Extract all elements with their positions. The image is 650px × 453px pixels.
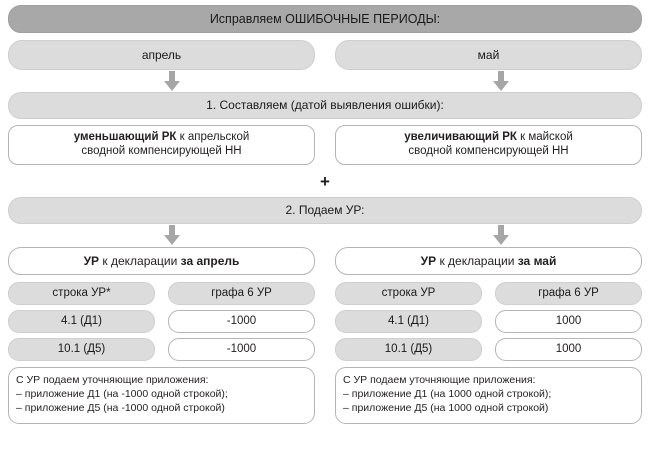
month-label-right: май [477, 47, 500, 62]
note-left-line-2: – приложение Д1 (на -1000 одной строкой)… [16, 388, 228, 401]
table-row: 10.1 (Д5) -1000 10.1 (Д5) 1000 [8, 338, 642, 361]
ur-right-mid: к декларации [436, 253, 518, 268]
th-right-col6: графа 6 УР [495, 282, 642, 305]
table-right-headers: строка УР графа 6 УР [335, 282, 642, 305]
plus-symbol: + [320, 172, 330, 191]
rk-left-line2: сводной компенсирующей НН [81, 145, 242, 157]
ur-row: УР к декларации за апрель УР к деклараци… [8, 247, 642, 275]
td-left-row-2: 10.1 (Д5) [8, 338, 155, 361]
step1-header-label: 1. Составляем (датой выявления ошибки): [206, 98, 444, 113]
down-arrow-icon [164, 225, 180, 245]
th-left-row: строка УР* [8, 282, 155, 305]
table-left-headers: строка УР* графа 6 УР [8, 282, 315, 305]
step2-header-label: 2. Подаем УР: [285, 203, 365, 218]
td-right-value-1: 1000 [495, 310, 642, 333]
table-header-row: строка УР* графа 6 УР строка УР графа 6 … [8, 282, 642, 305]
table-left-row-2: 10.1 (Д5) -1000 [8, 338, 315, 361]
note-box-left: С УР подаем уточняющие приложения: – при… [8, 367, 315, 424]
rk-box-right: увеличивающий РК к майской сводной компе… [335, 125, 642, 165]
table-right-row-2: 10.1 (Д5) 1000 [335, 338, 642, 361]
down-arrow-icon [493, 225, 509, 245]
chart-title-bar: Исправляем ОШИБОЧНЫЕ ПЕРИОДЫ: [8, 5, 642, 33]
step2-header-bar: 2. Подаем УР: [8, 197, 642, 224]
note-box-right: С УР подаем уточняющие приложения: – при… [335, 367, 642, 424]
rk-right-bold: увеличивающий РК [404, 131, 517, 144]
arrow-row-2 [8, 224, 642, 247]
note-right-line-3: – приложение Д5 (на 1000 одной строкой) [343, 402, 549, 415]
ur-box-right: УР к декларации за май [335, 247, 642, 275]
ur-box-left: УР к декларации за апрель [8, 247, 315, 275]
ur-right-text: УР к декларации за май [421, 254, 557, 268]
ur-right-bold2: за май [517, 253, 557, 268]
ur-left-mid: к декларации [99, 253, 181, 268]
rk-left-line1: уменьшающий РК к апрельской [74, 131, 250, 145]
td-right-row-1: 4.1 (Д1) [335, 310, 482, 333]
rk-right-line1: увеличивающий РК к майской [404, 131, 573, 145]
note-left-line-1: С УР подаем уточняющие приложения: [16, 374, 209, 386]
rk-right-rest: к майской [516, 131, 573, 144]
rk-left-bold: уменьшающий РК [73, 131, 177, 144]
month-box-left: апрель [8, 40, 315, 70]
table-row: 4.1 (Д1) -1000 4.1 (Д1) 1000 [8, 310, 642, 333]
table-left-row-1: 4.1 (Д1) -1000 [8, 310, 315, 333]
step1-header-bar: 1. Составляем (датой выявления ошибки): [8, 92, 642, 119]
td-left-value-1: -1000 [168, 310, 315, 333]
td-right-row-2: 10.1 (Д5) [335, 338, 482, 361]
th-right-row: строка УР [335, 282, 482, 305]
th-left-col6: графа 6 УР [168, 282, 315, 305]
td-left-value-2: -1000 [168, 338, 315, 361]
ur-left-text: УР к декларации за апрель [84, 254, 240, 268]
down-arrow-icon [164, 71, 180, 91]
rk-box-left: уменьшающий РК к апрельской сводной комп… [8, 125, 315, 165]
arrow-row-1 [8, 70, 642, 92]
note-left-line-3: – приложение Д5 (на -1000 одной строкой) [16, 402, 225, 415]
rk-right-line2: сводной компенсирующей НН [408, 145, 569, 157]
flowchart-canvas: Исправляем ОШИБОЧНЫЕ ПЕРИОДЫ: апрель май… [0, 5, 650, 453]
rk-left-rest: к апрельской [176, 131, 250, 144]
ur-left-bold2: за апрель [180, 253, 240, 268]
ur-left-bold: УР [83, 253, 100, 268]
chart-title: Исправляем ОШИБОЧНЫЕ ПЕРИОДЫ: [209, 11, 441, 26]
step1-boxes-row: уменьшающий РК к апрельской сводной комп… [8, 125, 642, 165]
month-box-right: май [335, 40, 642, 70]
td-left-row-1: 4.1 (Д1) [8, 310, 155, 333]
td-right-value-2: 1000 [495, 338, 642, 361]
note-right-line-2: – приложение Д1 (на 1000 одной строкой); [343, 388, 552, 401]
table-right-row-1: 4.1 (Д1) 1000 [335, 310, 642, 333]
ur-right-bold: УР [420, 253, 437, 268]
month-label-left: апрель [141, 47, 182, 62]
note-right-line-1: С УР подаем уточняющие приложения: [343, 374, 536, 386]
down-arrow-icon [493, 71, 509, 91]
notes-row: С УР подаем уточняющие приложения: – при… [8, 367, 642, 424]
month-row: апрель май [8, 33, 642, 70]
